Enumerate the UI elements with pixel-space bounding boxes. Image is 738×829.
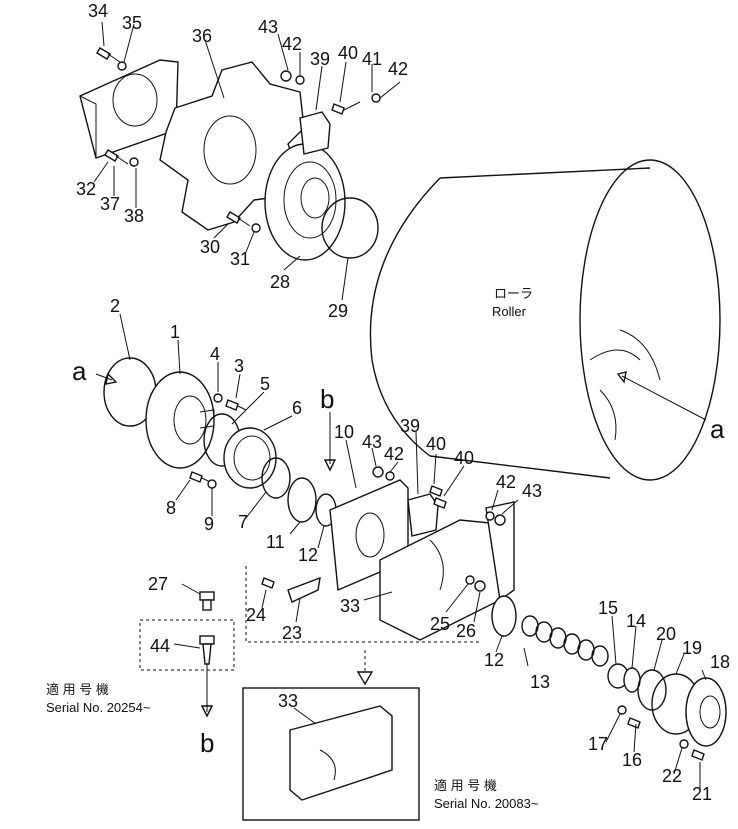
hub-28 <box>264 143 346 261</box>
callout-43: 43 <box>522 481 542 501</box>
callout-2: 2 <box>110 296 120 316</box>
serial-right-en: Serial No. 20083~ <box>434 796 539 811</box>
callout-19: 19 <box>682 638 702 658</box>
callout-38: 38 <box>124 206 144 226</box>
callout-33: 33 <box>340 596 360 616</box>
callout-15: 15 <box>598 598 618 618</box>
ref-a-right-head <box>616 371 627 384</box>
callout-43: 43 <box>362 432 382 452</box>
callout-22: 22 <box>662 766 682 786</box>
callout-25: 25 <box>430 614 450 634</box>
callout-7: 7 <box>238 512 248 532</box>
callout-42: 42 <box>388 59 408 79</box>
callout-12: 12 <box>484 650 504 670</box>
roller-drum <box>369 159 721 481</box>
ref-letter-a-right: a <box>710 414 725 444</box>
callout-23: 23 <box>282 623 302 643</box>
callout-5: 5 <box>260 374 270 394</box>
callout-28: 28 <box>270 272 290 292</box>
roller-label-en: Roller <box>492 304 527 319</box>
variant-box-frame-33 <box>242 687 420 821</box>
callout-39: 39 <box>400 416 420 436</box>
serial-right-jp: 適 用 号 機 <box>434 778 497 793</box>
callout-1: 1 <box>170 322 180 342</box>
callout-40: 40 <box>338 43 358 63</box>
callout-35: 35 <box>122 13 142 33</box>
cover-18 <box>685 677 727 747</box>
callout-18: 18 <box>710 652 730 672</box>
ref-letter-a-left: a <box>72 356 87 386</box>
callout-40: 40 <box>426 434 446 454</box>
callout-39: 39 <box>310 49 330 69</box>
callout-42: 42 <box>496 472 516 492</box>
callout-30: 30 <box>200 237 220 257</box>
roller-label-jp: ローラ <box>494 286 533 301</box>
callout-37: 37 <box>100 194 120 214</box>
bolt-44 <box>199 635 215 665</box>
o-ring-29 <box>321 197 379 259</box>
ref-a-left-shaft <box>95 373 113 381</box>
arrow-to-b <box>200 705 214 718</box>
callout-9: 9 <box>204 514 214 534</box>
ref-b-top-head <box>323 459 337 472</box>
leader-lines <box>93 21 707 790</box>
bar-23 <box>287 576 321 603</box>
callout-34: 34 <box>88 1 108 21</box>
bracket-plate-32 <box>79 59 179 159</box>
callout-20: 20 <box>656 624 676 644</box>
callout-40: 40 <box>454 448 474 468</box>
bracket-39-middle <box>407 493 439 537</box>
callout-27: 27 <box>148 574 168 594</box>
callout-14: 14 <box>626 611 646 631</box>
callout-26: 26 <box>456 621 476 641</box>
frame-33 <box>379 501 515 641</box>
bearing-12-right <box>491 595 517 637</box>
callout-21: 21 <box>692 784 712 804</box>
callout-31: 31 <box>230 249 250 269</box>
callout-3: 3 <box>234 356 244 376</box>
callout-13: 13 <box>530 672 550 692</box>
ref-a-right-shaft <box>621 375 707 421</box>
serial-left-en: Serial No. 20254~ <box>46 700 151 715</box>
callout-numbers: 34 35 36 43 42 39 40 41 42 32 37 38 30 3… <box>76 1 730 804</box>
callout-33: 33 <box>278 691 298 711</box>
callout-24: 24 <box>246 605 266 625</box>
callout-43: 43 <box>258 17 278 37</box>
variant-arrow-head <box>356 671 374 686</box>
serial-left-jp: 適 用 号 機 <box>46 682 109 697</box>
callout-12: 12 <box>298 545 318 565</box>
callout-16: 16 <box>622 750 642 770</box>
shims-13 <box>521 615 609 667</box>
ring-6 <box>223 427 277 489</box>
callout-44: 44 <box>150 636 170 656</box>
callout-8: 8 <box>166 498 176 518</box>
callout-42: 42 <box>282 34 302 54</box>
callout-6: 6 <box>292 398 302 418</box>
callout-10: 10 <box>334 422 354 442</box>
bolt-27 <box>199 591 215 611</box>
callout-4: 4 <box>210 344 220 364</box>
o-ring-7 <box>261 457 291 499</box>
bracket-39-top <box>299 111 331 155</box>
ref-letter-b-top: b <box>320 384 334 414</box>
callout-41: 41 <box>362 49 382 69</box>
callout-17: 17 <box>588 734 608 754</box>
bolts <box>96 47 705 761</box>
callout-11: 11 <box>266 532 285 552</box>
ref-a-left-head <box>105 372 118 385</box>
callout-42: 42 <box>384 444 404 464</box>
ref-letter-b-bottom: b <box>200 728 214 758</box>
callout-29: 29 <box>328 301 348 321</box>
callout-32: 32 <box>76 179 96 199</box>
frame-33-variant <box>289 705 393 801</box>
motor-flange-1 <box>145 371 215 469</box>
ring-11 <box>287 477 317 523</box>
callout-36: 36 <box>192 26 212 46</box>
assembly-outline <box>245 566 480 643</box>
